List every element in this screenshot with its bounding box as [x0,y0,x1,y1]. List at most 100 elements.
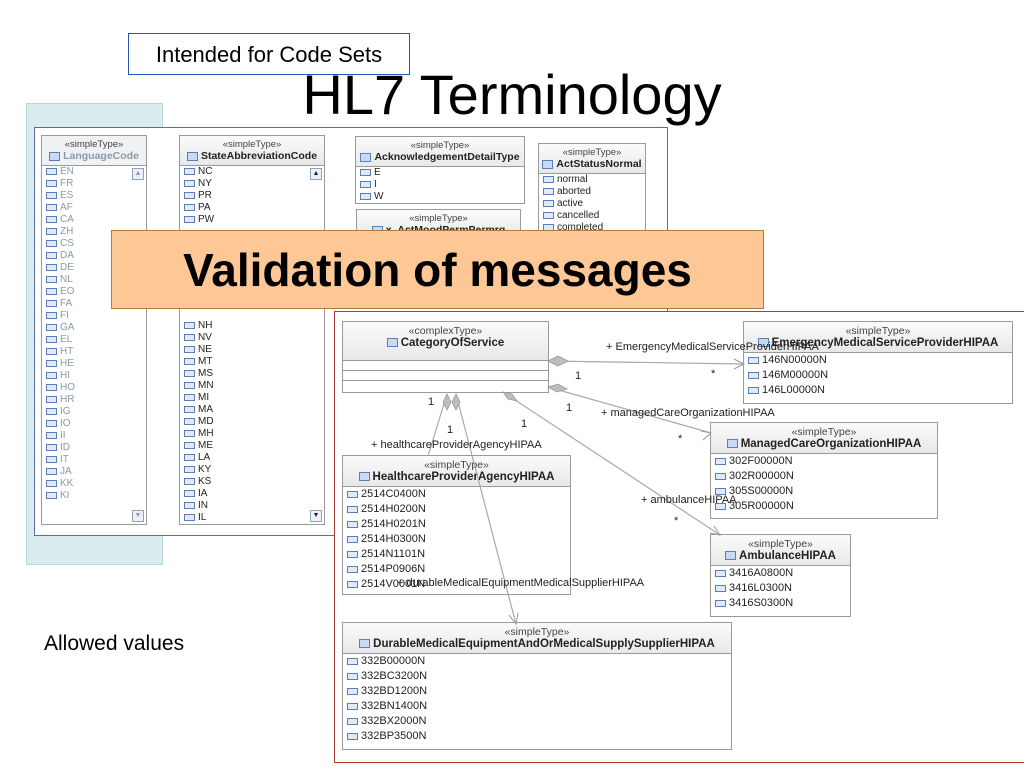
literal-icon [184,501,195,509]
managed-care-box: «simpleType»ManagedCareOrganizationHIPAA… [710,422,938,519]
literal-icon [184,405,195,413]
enum-literal: PR [180,190,324,202]
enum-literal: 3416A0800N [711,566,850,581]
scroll-up-icon[interactable]: ▲ [132,168,144,180]
enum-literal: 302R00000N [711,469,937,484]
literal-icon [184,203,195,211]
literal-icon [46,203,57,211]
enum-literal: E [356,167,524,179]
complex-type-panel: «complexType»CategoryOfService «simpleTy… [334,311,1024,763]
multiplicity-one: 1 [566,402,573,414]
literal-icon [184,345,195,353]
enum-literal: MT [180,356,218,368]
literal-icon [46,299,57,307]
multiplicity-one: 1 [521,418,528,430]
literal-icon [347,717,358,725]
literal-icon [715,584,726,592]
enum-literal: NV [180,332,218,344]
enum-literal: MS [180,368,218,380]
category-of-service-box: «complexType»CategoryOfService [342,321,549,393]
enum-literal: EN [42,166,146,178]
multiplicity-many: * [674,515,679,527]
literal-icon [46,227,57,235]
literal-icon [184,179,195,187]
enum-literal: KI [42,490,146,502]
literal-icon [360,168,371,176]
type-icon [726,439,738,449]
enum-literal: 302F00000N [711,454,937,469]
enum-literal: NY [180,178,324,190]
enum-literal: PW [180,214,324,226]
durable-equipment-box: «simpleType»DurableMedicalEquipmentAndOr… [342,622,732,750]
allowed-values-caption: Allowed values [44,632,185,655]
type-icon [542,159,554,169]
literal-icon [184,321,195,329]
literal-icon [543,199,554,207]
enum-literal: HI [42,370,146,382]
literal-icon [46,191,57,199]
literal-icon [184,333,195,341]
enum-literal: HR [42,394,146,406]
scroll-up-icon[interactable]: ▲ [310,168,322,180]
enum-literal: 332B00000N [343,654,731,669]
assoc-label-managed: + managedCareOrganizationHIPAA [601,407,775,419]
literal-icon [347,565,358,573]
literal-icon [543,211,554,219]
literal-icon [184,477,195,485]
literal-icon [543,175,554,183]
enum-literal: DA [42,250,146,262]
scroll-down-icon[interactable]: ▼ [310,510,322,522]
literal-icon [715,472,726,480]
enum-literal: normal [539,174,645,186]
enum-literal: I [356,179,524,191]
enum-literal: 2514V0001N [343,577,570,592]
literal-icon [748,371,759,379]
scroll-down-icon[interactable]: ▼ [132,510,144,522]
enum-literal: PA [180,202,324,214]
enum-literal: NL [42,274,146,286]
enum-literal: IL [180,512,218,524]
class-icon [386,338,398,348]
enum-literal: CS [42,238,146,250]
literal-icon [715,457,726,465]
enum-literal: FR [42,178,146,190]
literal-icon [184,381,195,389]
type-icon [186,151,198,161]
enum-literal: NC [180,166,324,178]
enum-literal: W [356,191,524,203]
enum-literal: 3416L0300N [711,581,850,596]
enum-literal: FI [42,310,146,322]
literal-icon [748,356,759,364]
enum-literal: IN [180,500,218,512]
literal-icon [184,489,195,497]
enum-literal: NH [180,320,218,332]
literal-icon [184,441,195,449]
type-icon [360,152,372,162]
enum-literal: 332BP3500N [343,729,731,744]
enum-literal: II [42,430,146,442]
emergency-provider-box: «simpleType»EmergencyMedicalServiceProvi… [743,321,1013,404]
enum-literal: 332BD1200N [343,684,731,699]
literal-icon [360,192,371,200]
assoc-label-ambulance: + ambulanceHIPAA [641,494,737,506]
healthcare-agency-box: «simpleType»HealthcareProviderAgencyHIPA… [342,455,571,595]
enum-literal: 2514C0400N [343,487,570,502]
enum-literal: MD [180,416,218,428]
literal-icon [46,239,57,247]
multiplicity-one: 1 [428,396,435,408]
enum-literal: ES [42,190,146,202]
enum-literal: cancelled [539,210,645,222]
enum-literal: active [539,198,645,210]
enum-literal: MA [180,404,218,416]
enum-literal: IO [42,418,146,430]
multiplicity-one: 1 [447,424,454,436]
literal-icon [46,263,57,271]
